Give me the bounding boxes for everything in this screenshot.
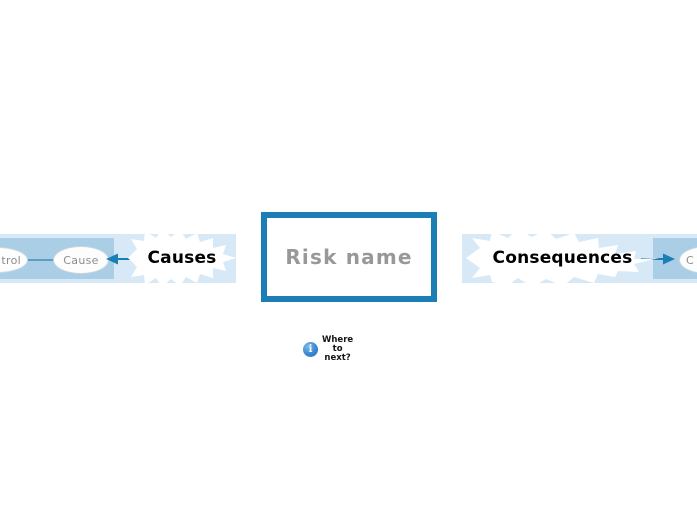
- where-to-next-hint[interactable]: i Where to next?: [303, 336, 353, 363]
- connector-control-to-cause: [25, 259, 56, 261]
- risk-name-box[interactable]: Risk name: [261, 212, 437, 302]
- explosion-shape-icon: [466, 229, 659, 287]
- causes-callout[interactable]: Causes: [128, 229, 236, 287]
- consequences-callout[interactable]: Consequences: [466, 229, 659, 287]
- risk-name-box-inner: Risk name: [267, 218, 431, 296]
- explosion-shape-icon: [128, 229, 236, 287]
- where-to-next-label: Where to next?: [322, 335, 354, 363]
- info-icon[interactable]: i: [303, 342, 318, 357]
- risk-name-text: Risk name: [285, 245, 413, 269]
- cause-node[interactable]: Cause: [53, 246, 109, 274]
